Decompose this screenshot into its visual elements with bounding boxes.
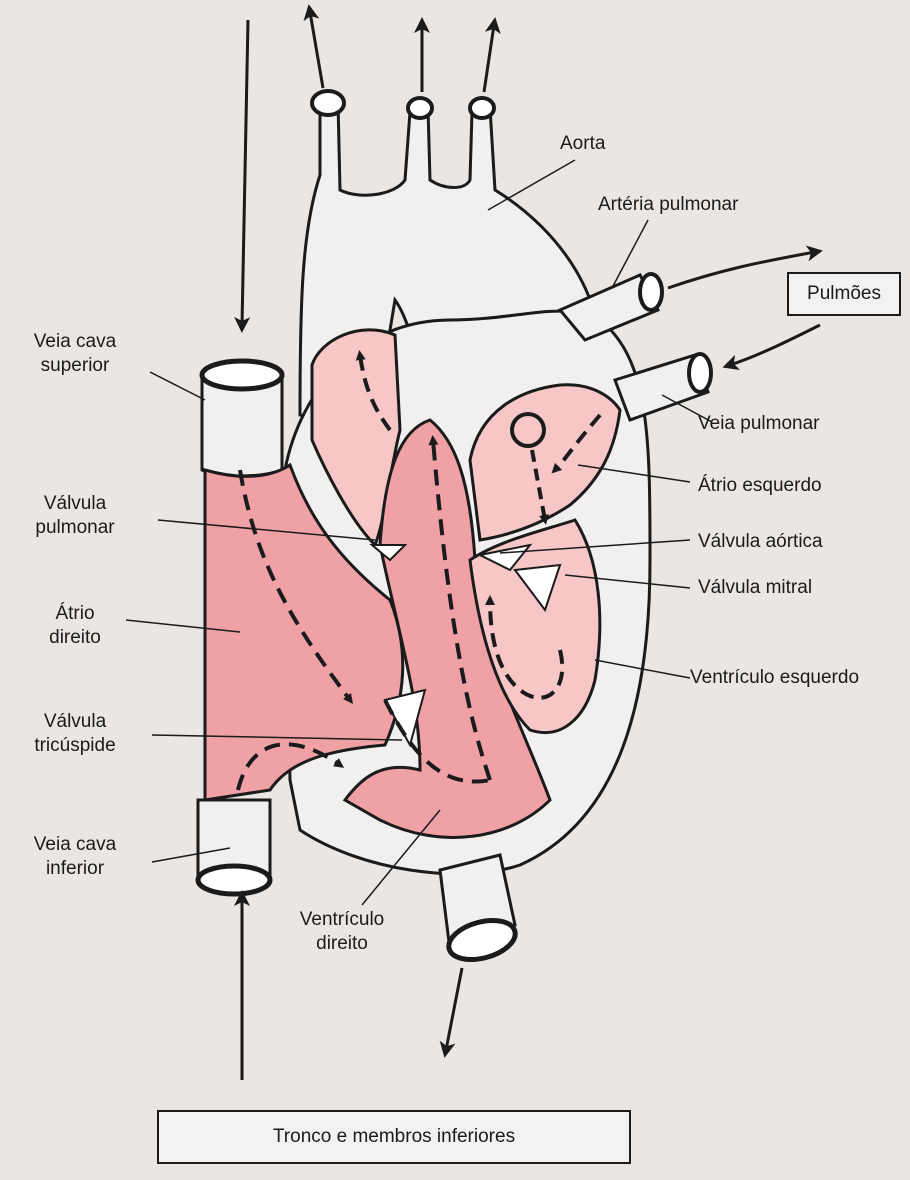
label-inferior-vena-cava: Veia cava inferior bbox=[0, 833, 150, 881]
label-aorta: Aorta bbox=[560, 132, 605, 156]
label-right-atrium-line2: direito bbox=[20, 626, 130, 650]
label-pulmonary-vein: Veia pulmonar bbox=[698, 412, 819, 436]
pulmonary-artery-opening bbox=[640, 274, 662, 310]
label-pulmonary-artery: Artéria pulmonar bbox=[598, 193, 738, 217]
label-superior-vena-cava-line2: superior bbox=[0, 354, 150, 378]
label-right-atrium: Átrio direito bbox=[20, 602, 130, 650]
arrow-into-superior-vena-cava bbox=[242, 20, 248, 325]
label-right-ventricle-line1: Ventrículo bbox=[272, 908, 412, 932]
label-pulmonary-valve: Válvula pulmonar bbox=[0, 492, 150, 540]
label-right-ventricle: Ventrículo direito bbox=[272, 908, 412, 956]
label-left-ventricle: Ventrículo esquerdo bbox=[690, 666, 859, 690]
inferior-vena-cava-opening bbox=[198, 866, 270, 894]
label-trunk-lower-limbs: Tronco e membros inferiores bbox=[157, 1110, 631, 1164]
leader-superior-vena-cava bbox=[150, 372, 205, 400]
label-aortic-valve: Válvula aórtica bbox=[698, 530, 823, 554]
pulmonary-vein-opening bbox=[689, 354, 711, 392]
arrow-from-lungs bbox=[730, 325, 820, 365]
leader-aorta bbox=[488, 160, 575, 210]
label-mitral-valve: Válvula mitral bbox=[698, 576, 812, 600]
label-superior-vena-cava: Veia cava superior bbox=[0, 330, 150, 378]
label-tricuspid-valve-line1: Válvula bbox=[0, 710, 150, 734]
label-right-ventricle-line2: direito bbox=[272, 932, 412, 956]
label-lungs: Pulmões bbox=[787, 272, 901, 316]
label-pulmonary-valve-line1: Válvula bbox=[0, 492, 150, 516]
label-inferior-vena-cava-line1: Veia cava bbox=[0, 833, 150, 857]
label-tricuspid-valve: Válvula tricúspide bbox=[0, 710, 150, 758]
aorta-branch-opening-3 bbox=[470, 98, 494, 118]
label-left-atrium: Átrio esquerdo bbox=[698, 474, 822, 498]
aorta-branch-opening-1 bbox=[312, 91, 344, 115]
arrow-aorta-branch-3 bbox=[484, 25, 494, 92]
label-inferior-vena-cava-line2: inferior bbox=[0, 857, 150, 881]
label-pulmonary-valve-line2: pulmonar bbox=[0, 516, 150, 540]
aorta-branch-opening-2 bbox=[408, 98, 432, 118]
superior-vena-cava-opening bbox=[202, 361, 282, 389]
label-superior-vena-cava-line1: Veia cava bbox=[0, 330, 150, 354]
label-right-atrium-line1: Átrio bbox=[20, 602, 130, 626]
label-tricuspid-valve-line2: tricúspide bbox=[0, 734, 150, 758]
arrow-aorta-branch-1 bbox=[310, 12, 323, 88]
arrow-out-of-descending-aorta bbox=[446, 968, 462, 1050]
